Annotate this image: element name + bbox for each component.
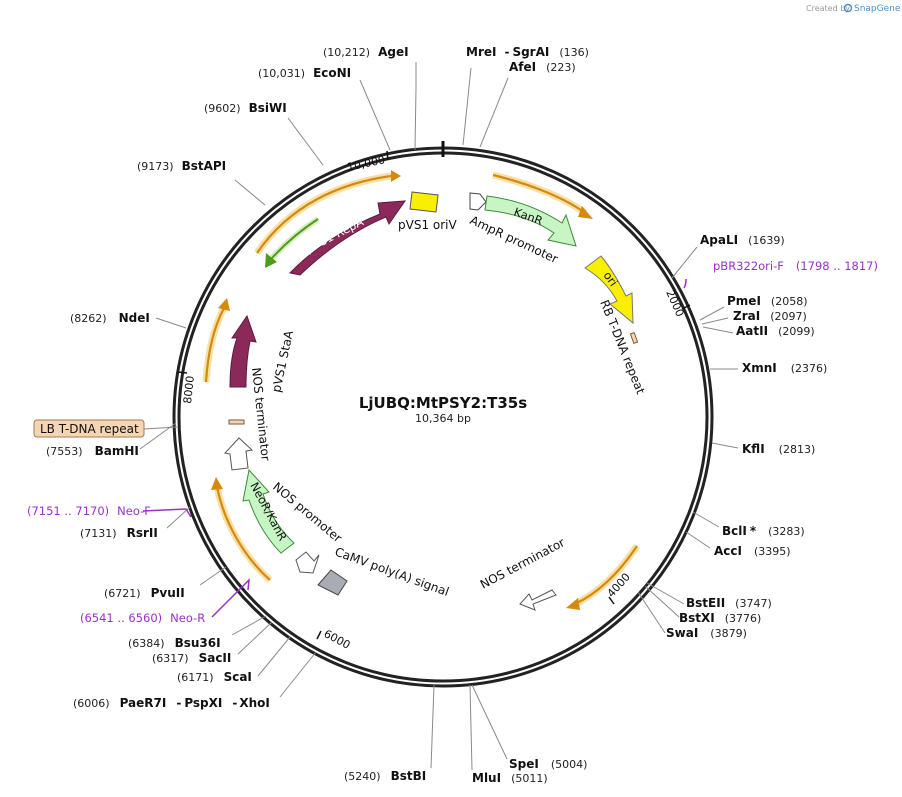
snapgene-watermark: Created by SnapGene [806,3,901,14]
primer-neo-r-mark [211,577,250,618]
site-pvuii[interactable]: (6721)PvuII [104,586,185,600]
lb-tdna-leader [143,426,178,430]
feature-nos-promoter[interactable] [295,551,320,574]
tick-8000-label: 8000 [181,375,197,404]
site-afei[interactable]: AfeI(223) [509,60,576,74]
feature-pvs1-repa[interactable] [289,200,407,276]
feature-pvs1-oriv[interactable] [409,191,439,213]
site-paer7i-pspxi-xhoi[interactable]: (6006)PaeR7I-PspXI-XhoI [73,696,270,710]
site-bcli[interactable]: BclI*(3283) [722,524,805,538]
orange-arrow-5-head [211,477,223,490]
feature-kanr[interactable] [484,195,577,247]
tick-4000-mark [608,596,615,605]
site-ndei[interactable]: (8262)NdeI [70,311,150,325]
feature-ampr-promoter[interactable] [469,192,487,211]
site-scai[interactable]: (6171)ScaI [177,670,252,684]
feature-ori[interactable] [584,255,634,325]
site-spei[interactable]: SpeI(5004) [509,757,587,771]
lb-tdna-repeat-callout[interactable] [33,419,145,438]
site-swai[interactable]: SwaI(3879) [666,626,747,640]
primer-pbr322ori-f-mark [683,278,687,289]
site-zrai[interactable]: ZraI(2097) [733,309,807,323]
site-agei[interactable]: (10,212)AgeI [323,45,409,59]
feature-neor-kanr[interactable] [242,468,295,554]
site-bsu36i[interactable]: (6384)Bsu36I [128,636,221,650]
orange-arrow-1-head [391,170,401,182]
feature-pvs1-staa[interactable] [229,314,257,388]
site-bstbi[interactable]: (5240)BstBI [344,769,426,783]
feature-pvs1-staa-label: pVS1 StaA [269,329,296,394]
feature-nos-terminator-right[interactable] [519,589,557,611]
feature-nos-terminator-left-label: NOS terminator [249,367,273,462]
primer-neo-r[interactable]: (6541 .. 6560)Neo-R [80,611,205,625]
green-arrow-head [265,253,277,268]
tick-10000-label: 10,000 [346,153,386,174]
site-aatii[interactable]: AatII(2099) [736,324,815,338]
map-length: 10,364 bp [415,412,471,425]
feature-nos-terminator-left[interactable] [224,437,254,471]
site-kfli[interactable]: KflI(2813) [742,442,815,456]
feature-kanr-label: KanR [512,205,545,228]
snapgene-logo-icon [843,3,853,13]
site-bamhi[interactable]: (7553)BamHI [46,444,139,458]
watermark-brand: SnapGene [854,4,901,14]
orange-arrow-2-head [578,206,593,219]
feature-nos-terminator-right-label: NOS terminator [478,535,567,591]
site-labels: (10,212)AgeI (10,031)EcoNI (9602)BsiWI (… [46,45,827,785]
tick-6000-label: 6000 [322,627,353,652]
site-mlui[interactable]: MluI(5011) [472,771,548,785]
site-econi[interactable]: (10,031)EcoNI [258,66,351,80]
site-acci[interactable]: AccI(3395) [714,544,791,558]
orange-arrow-4-head [218,298,230,311]
green-arc-arrow [271,218,319,259]
site-mrei-sgrai[interactable]: MreI-SgrAI(136) [466,45,589,59]
tick-10000-mark [386,150,389,161]
primer-neo-f[interactable]: (7151 .. 7170)Neo-F [27,504,151,518]
site-apali[interactable]: ApaLI(1639) [700,233,785,247]
watermark-prefix: Created by [806,4,850,13]
tick-6000-mark [316,630,322,640]
map-title: LjUBQ:MtPSY2:T35s [359,394,527,412]
site-leader-lines [139,62,739,771]
tick-2000-mark [681,304,691,310]
site-rsrii[interactable]: (7131)RsrII [80,526,158,540]
lb-tdna-repeat-callout-label: LB T-DNA repeat [40,422,139,436]
feature-lb-tdna-repeat[interactable] [228,419,245,425]
site-bstxi[interactable]: BstXI(3776) [679,611,761,625]
primer-labels: pBR322ori-F(1798 .. 1817) (7151 .. 7170)… [27,259,878,625]
tick-8000-mark [177,371,188,374]
primer-neo-f-mark [142,508,192,518]
site-xmni[interactable]: XmnI(2376) [742,361,827,375]
site-sacii[interactable]: (6317)SacII [152,651,231,665]
site-bstapi[interactable]: (9173)BstAPI [137,159,226,173]
site-bsteii[interactable]: BstEII(3747) [686,596,772,610]
feature-rb-tdna-repeat[interactable] [629,331,639,345]
orange-arrow-3-head [566,598,580,610]
primer-pbr322ori-f[interactable]: pBR322ori-F(1798 .. 1817) [713,259,878,273]
site-bsiwi[interactable]: (9602)BsiWI [204,101,287,115]
orange-arc-arrows [202,170,640,610]
feature-pvs1-oriv-label: pVS1 oriV [398,218,458,232]
site-pmei[interactable]: PmeI(2058) [727,294,807,308]
feature-camv-polya[interactable] [317,569,348,596]
feature-camv-polya-label: CaMV poly(A) signal [333,545,451,599]
